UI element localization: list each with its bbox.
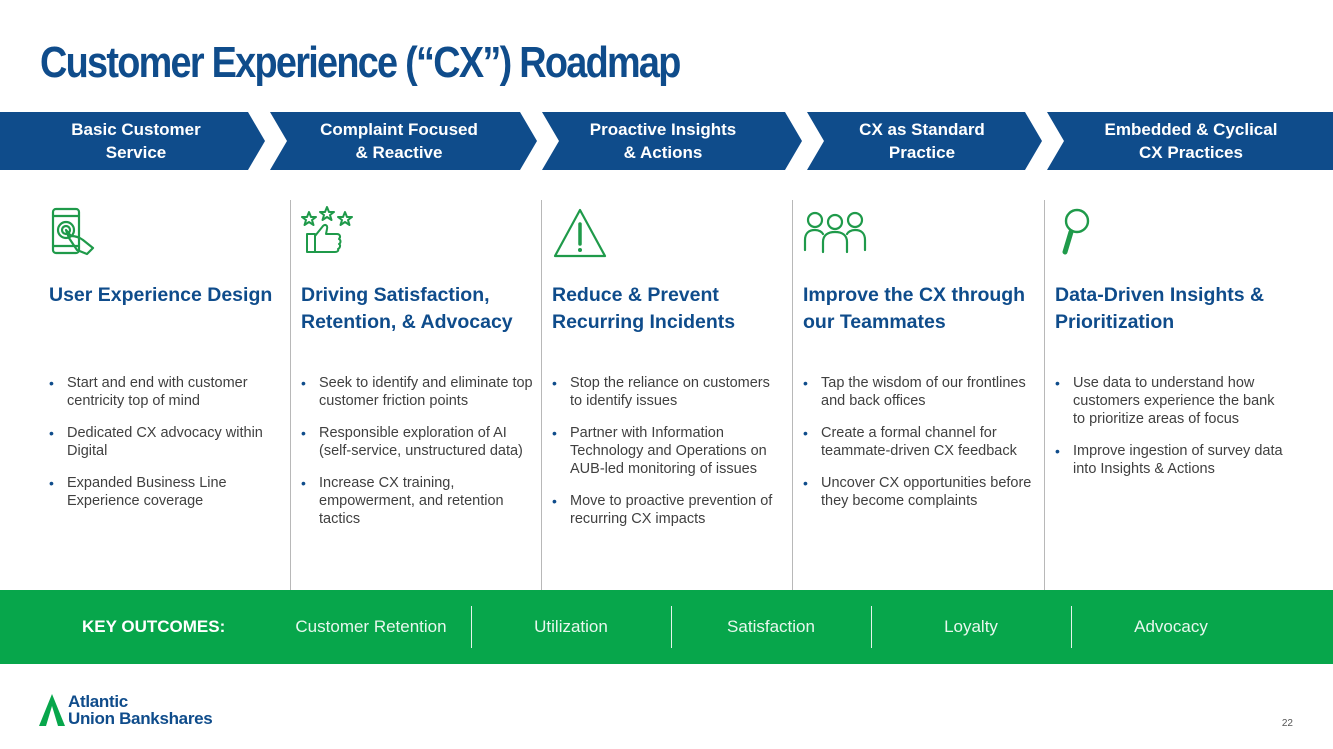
logo-line-2: Union Bankshares <box>68 709 213 728</box>
roadmap-column-3: Reduce & Prevent Recurring Incidents •St… <box>541 200 792 590</box>
list-item: •Use data to understand how customers ex… <box>1055 375 1275 427</box>
key-outcomes-band: KEY OUTCOMES: Customer Retention Utiliza… <box>0 590 1333 664</box>
outcome-divider <box>1071 606 1072 648</box>
outcome-divider <box>871 606 872 648</box>
column-heading: Driving Satisfaction, Retention, & Advoc… <box>301 284 513 333</box>
phase-chevrons <box>0 112 1333 170</box>
outcome-advocacy: Advocacy <box>1134 617 1208 636</box>
outcome-satisfaction: Satisfaction <box>727 617 815 636</box>
roadmap-column-1: User Experience Design •Start and end wi… <box>39 200 290 590</box>
list-item: •Tap the wisdom of our frontlines and ba… <box>803 375 1026 409</box>
phase-label-1: Basic Customer Service <box>71 120 201 162</box>
phase-chevron-4 <box>807 112 1042 170</box>
company-logo: Atlantic Union Bankshares <box>38 690 268 732</box>
column-heading: Improve the CX through our Teammates <box>803 284 1026 333</box>
logo-line-1: Atlantic <box>68 692 128 711</box>
phase-label-4: CX as Standard Practice <box>859 120 985 162</box>
page-number: 22 <box>1281 718 1293 729</box>
page-title: Customer Experience (“CX”) Roadmap <box>40 38 681 87</box>
outcome-divider <box>471 606 472 648</box>
list-item: •Seek to identify and eliminate top cust… <box>301 375 533 409</box>
phase-chevron-3 <box>542 112 802 170</box>
outcome-customer-retention: Customer Retention <box>295 617 447 636</box>
magnifying-glass-icon <box>1055 206 1107 258</box>
phase-label-5: Embedded & Cyclical CX Practices <box>1104 120 1278 162</box>
roadmap-column-4: Improve the CX through our Teammates •Ta… <box>792 200 1044 590</box>
list-item: •Stop the reliance on customers to ident… <box>552 375 770 409</box>
bullet-list: •Use data to understand how customers ex… <box>1055 374 1287 492</box>
outcome-divider <box>671 606 672 648</box>
phase-label-3: Proactive Insights & Actions <box>589 120 737 162</box>
list-item: •Dedicated CX advocacy within Digital <box>49 425 263 459</box>
column-heading: Reduce & Prevent Recurring Incidents <box>552 284 736 333</box>
list-item: •Improve ingestion of survey data into I… <box>1055 443 1283 477</box>
touch-phone-icon <box>49 206 101 258</box>
roadmap-column-5: Data-Driven Insights & Prioritization •U… <box>1044 200 1314 590</box>
phase-chevron-2 <box>270 112 537 170</box>
logo-mark-icon <box>39 694 65 726</box>
list-item: •Uncover CX opportunities before they be… <box>803 475 1032 509</box>
bullet-list: •Stop the reliance on customers to ident… <box>552 374 784 542</box>
list-item: •Create a formal channel for teammate-dr… <box>803 425 1017 459</box>
phase-label-2: Complaint Focused & Reactive <box>320 120 478 162</box>
outcome-utilization: Utilization <box>534 617 608 636</box>
list-item: •Increase CX training, empowerment, and … <box>301 475 504 527</box>
list-item: •Move to proactive prevention of recurri… <box>552 493 773 527</box>
team-people-icon <box>803 206 867 258</box>
column-heading: Data-Driven Insights & Prioritization <box>1055 284 1265 333</box>
roadmap-phase-band: Basic Customer Service Complaint Focused… <box>0 112 1333 170</box>
thumbs-up-stars-icon <box>301 206 353 258</box>
list-item: •Start and end with customer centricity … <box>49 375 248 409</box>
bullet-list: •Seek to identify and eliminate top cust… <box>301 374 533 542</box>
bullet-list: •Tap the wisdom of our frontlines and ba… <box>803 374 1035 524</box>
column-heading: User Experience Design <box>49 284 273 306</box>
bullet-list: •Start and end with customer centricity … <box>49 374 281 524</box>
roadmap-column-2: Driving Satisfaction, Retention, & Advoc… <box>290 200 541 590</box>
outcome-loyalty: Loyalty <box>944 617 998 636</box>
phase-chevron-5 <box>1047 112 1333 170</box>
list-item: •Partner with Information Technology and… <box>552 425 767 477</box>
list-item: •Responsible exploration of AI (self-ser… <box>301 425 523 459</box>
warning-triangle-icon <box>552 206 607 258</box>
key-outcomes-label: KEY OUTCOMES: <box>82 617 226 636</box>
phase-chevron-1 <box>0 112 265 170</box>
list-item: •Expanded Business Line Experience cover… <box>49 475 227 509</box>
